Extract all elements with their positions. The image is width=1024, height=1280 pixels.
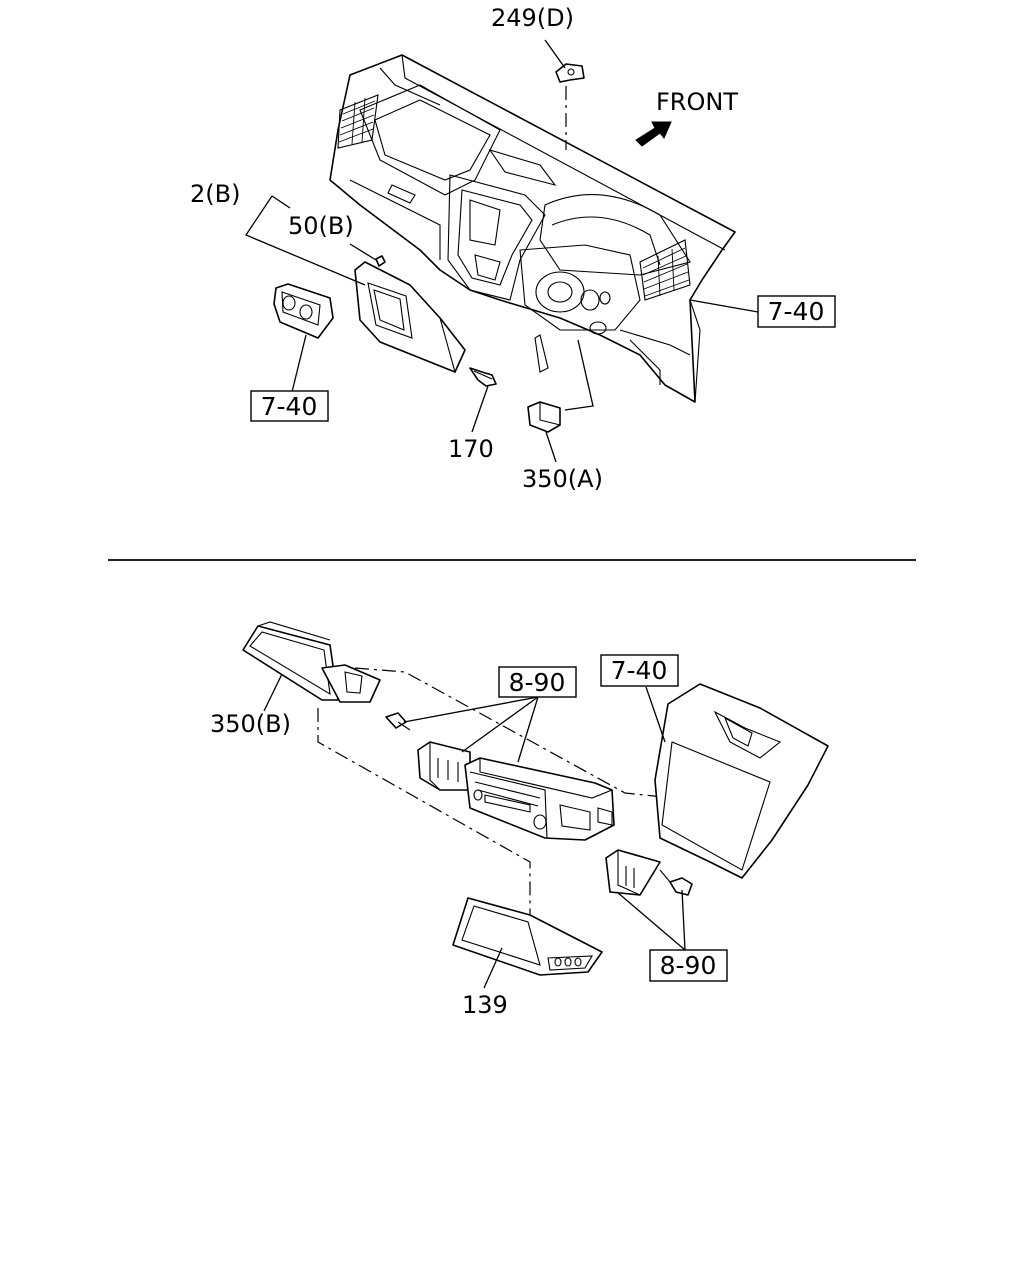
ref-box-panel: 7-40 bbox=[600, 654, 679, 687]
ref-box-bracket-bottom-label: 8-90 bbox=[660, 951, 717, 980]
ref-box-left-label: 7-40 bbox=[261, 392, 318, 421]
label-350a: 350(A) bbox=[522, 465, 603, 493]
label-249d: 249(D) bbox=[491, 4, 574, 32]
front-arrow-icon bbox=[635, 121, 672, 147]
screw-50b bbox=[349, 243, 386, 267]
ref-box-left: 7-40 bbox=[250, 390, 329, 422]
right-vent-grille bbox=[642, 247, 690, 297]
ref-box-bracket-top-label: 8-90 bbox=[509, 668, 566, 697]
left-switch-panel bbox=[273, 283, 334, 393]
bolt-170 bbox=[469, 367, 497, 433]
center-lower-panel bbox=[245, 195, 466, 373]
ref-box-bracket-bottom: 8-90 bbox=[649, 949, 728, 982]
audio-head-unit bbox=[464, 757, 615, 841]
left-vent-grille bbox=[338, 97, 376, 145]
ref-box-right-label: 7-40 bbox=[768, 297, 825, 326]
pocket-350b bbox=[242, 621, 381, 712]
instrument-panel bbox=[329, 54, 736, 403]
label-2b: 2(B) bbox=[190, 180, 240, 208]
label-front: FRONT bbox=[656, 88, 738, 116]
ref-box-panel-label: 7-40 bbox=[611, 656, 668, 685]
bracket-right bbox=[605, 849, 661, 896]
switch-350a bbox=[527, 339, 594, 463]
clip-249d bbox=[544, 39, 585, 150]
bracket-left bbox=[417, 741, 471, 791]
pocket-139 bbox=[452, 897, 603, 989]
label-50b: 50(B) bbox=[288, 212, 354, 240]
ref-box-right: 7-40 bbox=[757, 295, 836, 328]
bottom-assembly: 350(B) 139 7-40 8-90 8-90 bbox=[210, 621, 829, 1019]
screw-lower bbox=[659, 869, 693, 896]
label-170: 170 bbox=[448, 435, 494, 463]
ref-box-bracket-top: 8-90 bbox=[498, 666, 577, 698]
label-350b: 350(B) bbox=[210, 710, 291, 738]
instrument-panel-cover bbox=[645, 683, 829, 879]
label-139: 139 bbox=[462, 991, 508, 1019]
top-assembly: 249(D) FRONT 2(B) 50(B) 170 350(A) 7-40 … bbox=[190, 4, 836, 493]
